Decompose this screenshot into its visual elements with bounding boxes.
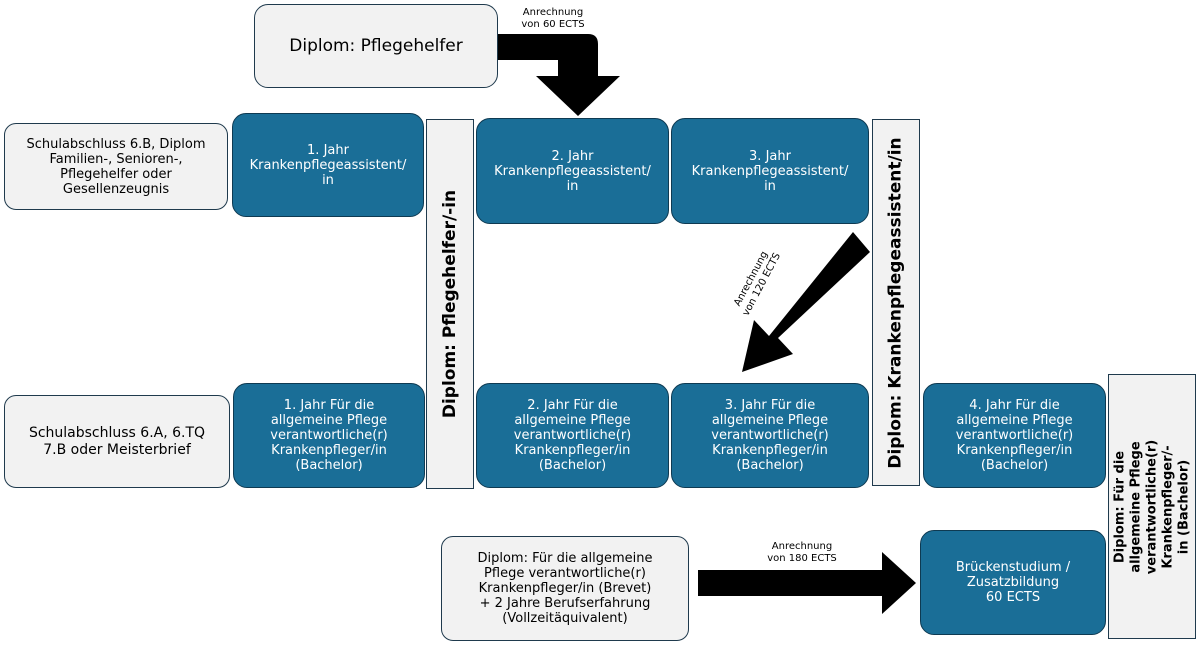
bachelor-year-1-label: 1. Jahr Für die allgemeine Pflege verant…	[270, 398, 388, 473]
bachelor-year-2: 2. Jahr Für die allgemeine Pflege verant…	[476, 383, 669, 488]
entry-upper-label: Schulabschluss 6.B, Diplom Familien-, Se…	[26, 136, 206, 197]
bachelor-year-3: 3. Jahr Für die allgemeine Pflege verant…	[671, 383, 869, 488]
diplom-krankenpflegeassistent-bar: Diplom: Krankenpflegeassistent/in	[872, 119, 920, 486]
bridge-study-box: Brückenstudium / Zusatzbildung 60 ECTS	[920, 530, 1106, 635]
assistant-year-3: 3. Jahr Krankenpflegeassistent/ in	[671, 118, 869, 224]
bachelor-year-4-label: 4. Jahr Für die allgemeine Pflege verant…	[955, 398, 1074, 473]
bachelor-year-2-label: 2. Jahr Für die allgemeine Pflege verant…	[513, 398, 632, 473]
arrow-60-ects	[497, 34, 620, 116]
diplom-krankenpflegeassistent-label: Diplom: Krankenpflegeassistent/in	[886, 136, 906, 469]
assistant-year-3-label: 3. Jahr Krankenpflegeassistent/ in	[691, 148, 849, 194]
assistant-year-1: 1. Jahr Krankenpflegeassistent/ in	[232, 113, 424, 217]
diplom-pflegehelferin-bar: Diplom: Pflegehelfer/-in	[426, 119, 474, 489]
arrow-180-ects	[698, 552, 916, 614]
diplom-bachelor-bar: Diplom: Für die allgemeine Pflege verant…	[1108, 374, 1196, 639]
assistant-year-2-label: 2. Jahr Krankenpflegeassistent/ in	[494, 148, 651, 194]
note-60-ects: Anrechnung von 60 ECTS	[521, 7, 585, 30]
note-180-ects: Anrechnung von 180 ECTS	[767, 541, 837, 564]
diplom-pflegehelfer-label: Diplom: Pflegehelfer	[289, 35, 463, 56]
entry-bottom-box: Diplom: Für die allgemeine Pflege verant…	[441, 536, 689, 641]
bachelor-year-4: 4. Jahr Für die allgemeine Pflege verant…	[923, 383, 1106, 488]
entry-upper-box: Schulabschluss 6.B, Diplom Familien-, Se…	[4, 123, 228, 210]
diplom-bachelor-label: Diplom: Für die allgemeine Pflege verant…	[1112, 439, 1191, 574]
entry-lower-box: Schulabschluss 6.A, 6.TQ 7.B oder Meiste…	[4, 395, 230, 488]
bachelor-year-1: 1. Jahr Für die allgemeine Pflege verant…	[233, 383, 425, 488]
arrow-120-ects	[742, 232, 870, 372]
entry-lower-label: Schulabschluss 6.A, 6.TQ 7.B oder Meiste…	[28, 424, 206, 458]
diplom-pflegehelfer-box: Diplom: Pflegehelfer	[254, 4, 498, 88]
entry-bottom-label: Diplom: Für die allgemeine Pflege verant…	[477, 551, 653, 626]
diplom-pflegehelferin-label: Diplom: Pflegehelfer/-in	[440, 189, 461, 419]
bachelor-year-3-label: 3. Jahr Für die allgemeine Pflege verant…	[711, 398, 829, 473]
assistant-year-2: 2. Jahr Krankenpflegeassistent/ in	[476, 118, 669, 224]
assistant-year-1-label: 1. Jahr Krankenpflegeassistent/ in	[249, 142, 407, 188]
bridge-study-label: Brückenstudium / Zusatzbildung 60 ECTS	[955, 560, 1071, 605]
